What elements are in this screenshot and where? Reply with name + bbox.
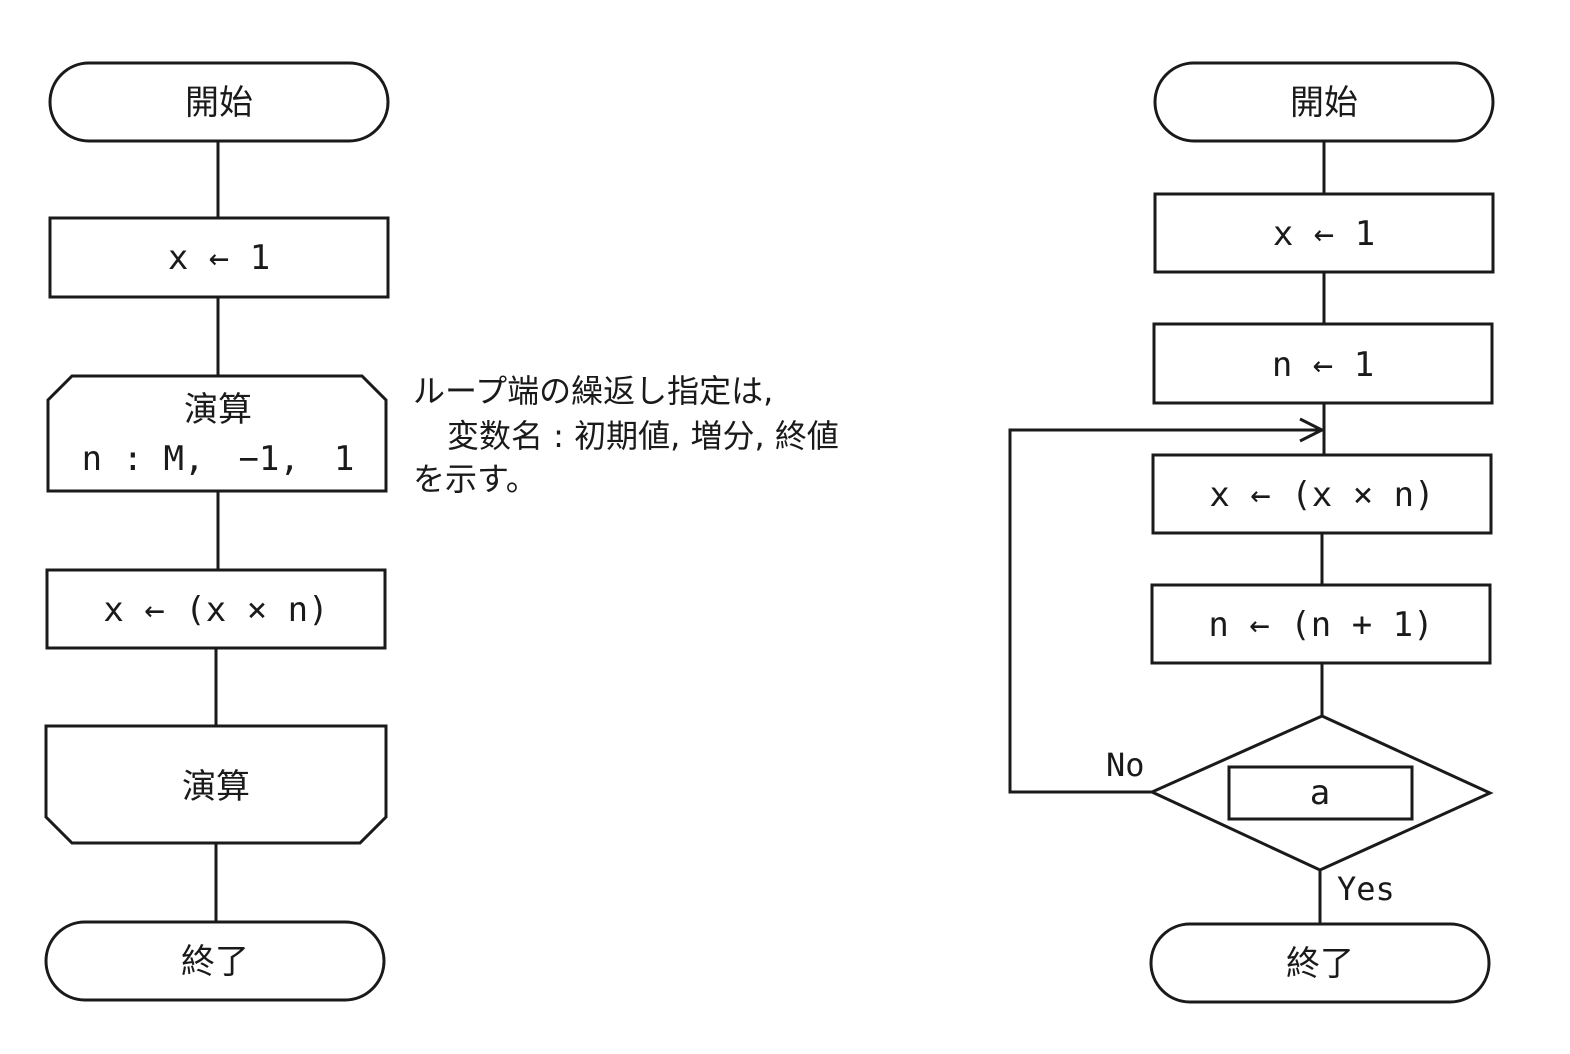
right-body-label: x ← (x × n) [1209, 475, 1434, 515]
right-assign-x-box [1153, 192, 1495, 274]
left-end-terminal [44, 920, 386, 1002]
right-end-label: 終了 [1286, 944, 1354, 984]
loop-back-arrow [1008, 430, 1322, 794]
left-flowchart: 開始 x ← 1 演算 n : M, −1, 1 x ← (x × n) 演算 … [44, 61, 390, 1002]
left-end-label: 終了 [181, 942, 249, 982]
left-loop-begin-spec: n : M, −1, 1 [82, 439, 355, 479]
left-assign-x-box [48, 216, 390, 299]
left-body-box [45, 568, 387, 650]
right-flowchart: 開始 x ← 1 n ← 1 x ← (x × n) n ← (n + 1) a… [1008, 61, 1495, 1004]
note-line-2: 変数名 : 初期値, 増分, 終値 [447, 417, 839, 455]
right-assign-n-label: n ← 1 [1272, 345, 1374, 385]
right-end-terminal [1149, 922, 1491, 1004]
left-start-label: 開始 [185, 83, 253, 123]
right-assign-x-label: x ← 1 [1273, 214, 1375, 254]
no-branch-label: No [1106, 746, 1145, 784]
right-assign-n-box [1152, 322, 1494, 405]
left-body-label: x ← (x × n) [103, 590, 328, 630]
left-loop-end-box [44, 724, 388, 845]
right-start-terminal [1153, 61, 1495, 143]
condition-blank-label: a [1310, 773, 1330, 813]
left-assign-x-label: x ← 1 [168, 238, 270, 278]
left-loop-end-label: 演算 [182, 767, 250, 807]
left-loop-begin-title: 演算 [184, 390, 252, 430]
note-line-1: ループ端の繰返し指定は, [413, 372, 773, 410]
right-body-box [1151, 453, 1493, 535]
loop-spec-note: ループ端の繰返し指定は, 変数名 : 初期値, 増分, 終値 を示す。 [413, 372, 839, 498]
left-start-terminal [48, 61, 390, 143]
right-start-label: 開始 [1290, 83, 1358, 123]
right-increment-label: n ← (n + 1) [1208, 605, 1433, 645]
left-loop-begin-box [46, 374, 388, 493]
condition-blank-box [1227, 765, 1414, 821]
note-line-3: を示す。 [413, 460, 538, 498]
right-increment-box [1150, 583, 1492, 665]
yes-branch-label: Yes [1337, 870, 1395, 908]
